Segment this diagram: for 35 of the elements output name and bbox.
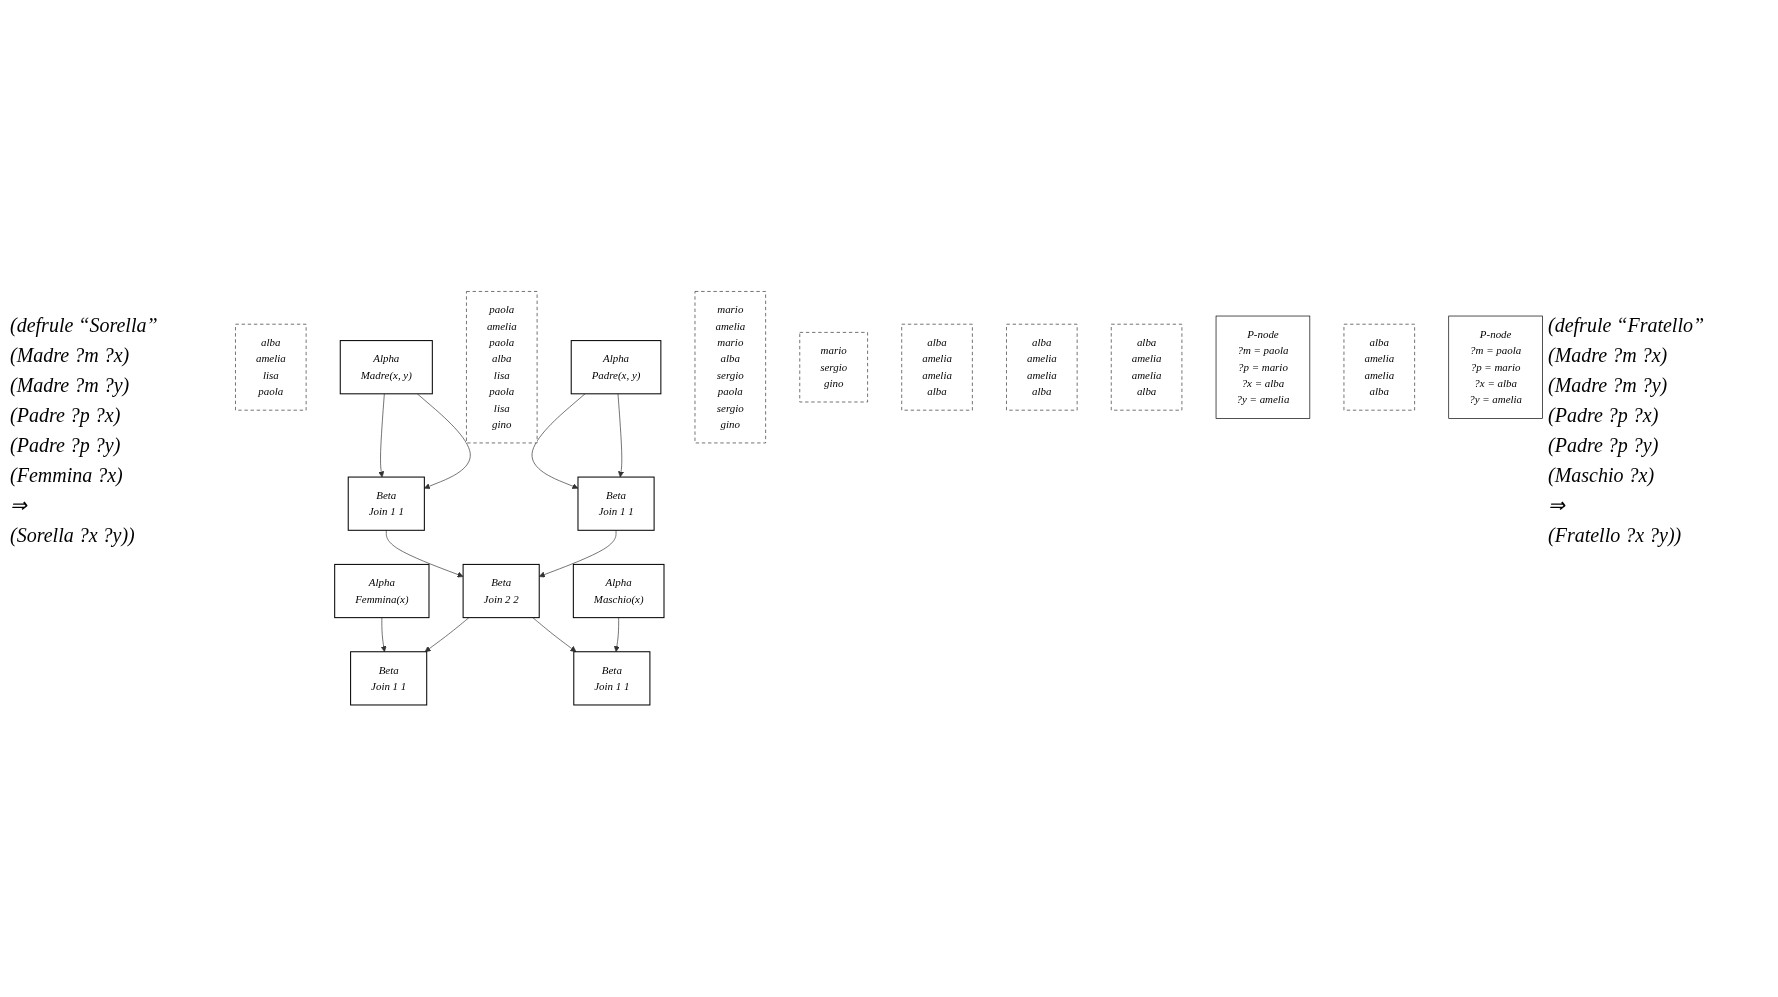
node-box: Beta Join 1 1 bbox=[573, 651, 651, 706]
node-box: P-node ?m = paola ?p = mario ?x = alba ?y = amelia bbox=[1215, 315, 1311, 419]
node-box: paola amelia paola alba lisa paola lisa gino bbox=[466, 291, 538, 444]
node-box: Beta Join 1 1 bbox=[577, 476, 655, 532]
rule-text-line: (Padre ?p ?x) bbox=[10, 403, 122, 429]
node-box: Beta Join 1 1 bbox=[347, 476, 425, 532]
node-box: alba amelia amelia alba bbox=[1006, 324, 1078, 411]
rule-text-line: (Madre ?m ?y) bbox=[10, 373, 131, 399]
rule-text-line: (Padre ?p ?y) bbox=[1548, 433, 1660, 459]
node-box: Beta Join 2 2 bbox=[462, 564, 540, 619]
node-box: alba amelia lisa paola bbox=[235, 324, 307, 411]
node-box: alba amelia amelia alba bbox=[1343, 324, 1415, 411]
rule-text-line: ⇒ bbox=[10, 493, 29, 518]
rule-text-line: (defrule “Fratello” bbox=[1548, 313, 1706, 339]
node-box: mario amelia mario alba sergio paola sergio gino bbox=[694, 291, 766, 444]
rule-text-line: (Madre ?m ?x) bbox=[10, 343, 131, 369]
rule-text-line: (Padre ?p ?y) bbox=[10, 433, 122, 459]
rule-text-line: (Padre ?p ?x) bbox=[1548, 403, 1660, 429]
node-box: alba amelia amelia alba bbox=[901, 324, 973, 411]
node-box: Alpha Madre(x, y) bbox=[339, 340, 433, 395]
rule-text-line: (Sorella ?x ?y)) bbox=[10, 523, 136, 549]
rule-text-line: (Madre ?m ?x) bbox=[1548, 343, 1669, 369]
node-box: mario sergio gino bbox=[799, 332, 868, 403]
rule-text-line: (Madre ?m ?y) bbox=[1548, 373, 1669, 399]
node-box: Beta Join 1 1 bbox=[350, 651, 428, 706]
rule-text-line: (defrule “Sorella” bbox=[10, 313, 159, 339]
rule-text-line: (Fratello ?x ?y)) bbox=[1548, 523, 1683, 549]
rule-text-line: (Maschio ?x) bbox=[1548, 463, 1656, 489]
node-box: P-node ?m = paola ?p = mario ?x = alba ?y = amelia bbox=[1448, 315, 1543, 419]
node-box: alba amelia amelia alba bbox=[1110, 324, 1183, 411]
rule-text-line: (Femmina ?x) bbox=[10, 463, 124, 489]
rule-text-line: ⇒ bbox=[1548, 493, 1567, 518]
node-box: Alpha Femmina(x) bbox=[334, 564, 430, 619]
node-box: Alpha Padre(x, y) bbox=[570, 340, 662, 395]
node-box: Alpha Maschio(x) bbox=[572, 564, 665, 619]
